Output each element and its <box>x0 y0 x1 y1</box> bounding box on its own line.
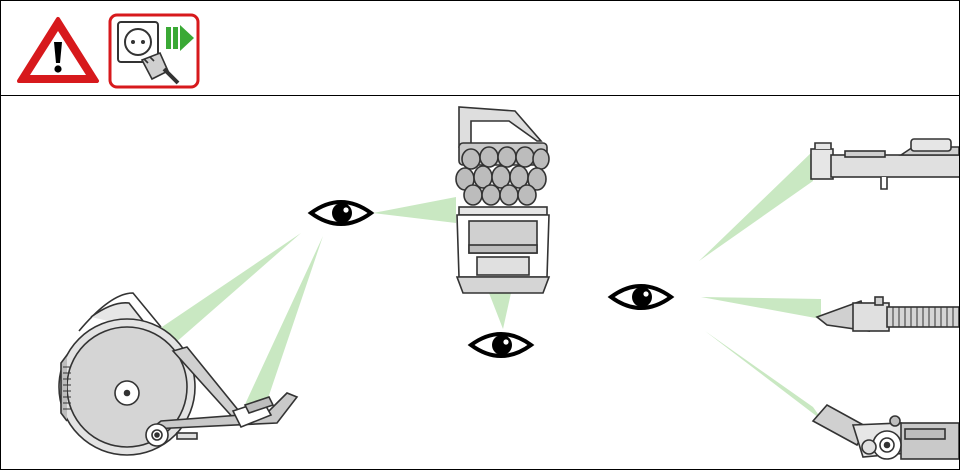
floor-head <box>811 403 959 460</box>
beam-eye-to-cyclone <box>373 197 456 223</box>
eye-icon-upper-left <box>307 200 375 226</box>
vacuum-main-body <box>58 292 299 456</box>
warning-triangle-icon <box>15 15 101 85</box>
unplug-from-mains-icon <box>108 13 200 89</box>
beam-eye-to-cyclone-base <box>489 293 511 329</box>
hose-with-tool <box>815 296 959 332</box>
beam-eye-to-hose <box>701 297 821 319</box>
cyclone-assembly <box>455 106 551 294</box>
beam-eye-to-floorhead <box>705 331 823 421</box>
wand-tube <box>810 138 959 190</box>
header-band <box>1 1 959 96</box>
beam-eye-to-wand <box>699 151 813 261</box>
inspection-beams <box>156 151 823 421</box>
eye-icon-lower-center <box>467 332 535 358</box>
beam-eye-to-body <box>156 233 301 351</box>
eye-icon-right <box>607 284 675 310</box>
beam-eye-to-rear <box>241 236 323 413</box>
